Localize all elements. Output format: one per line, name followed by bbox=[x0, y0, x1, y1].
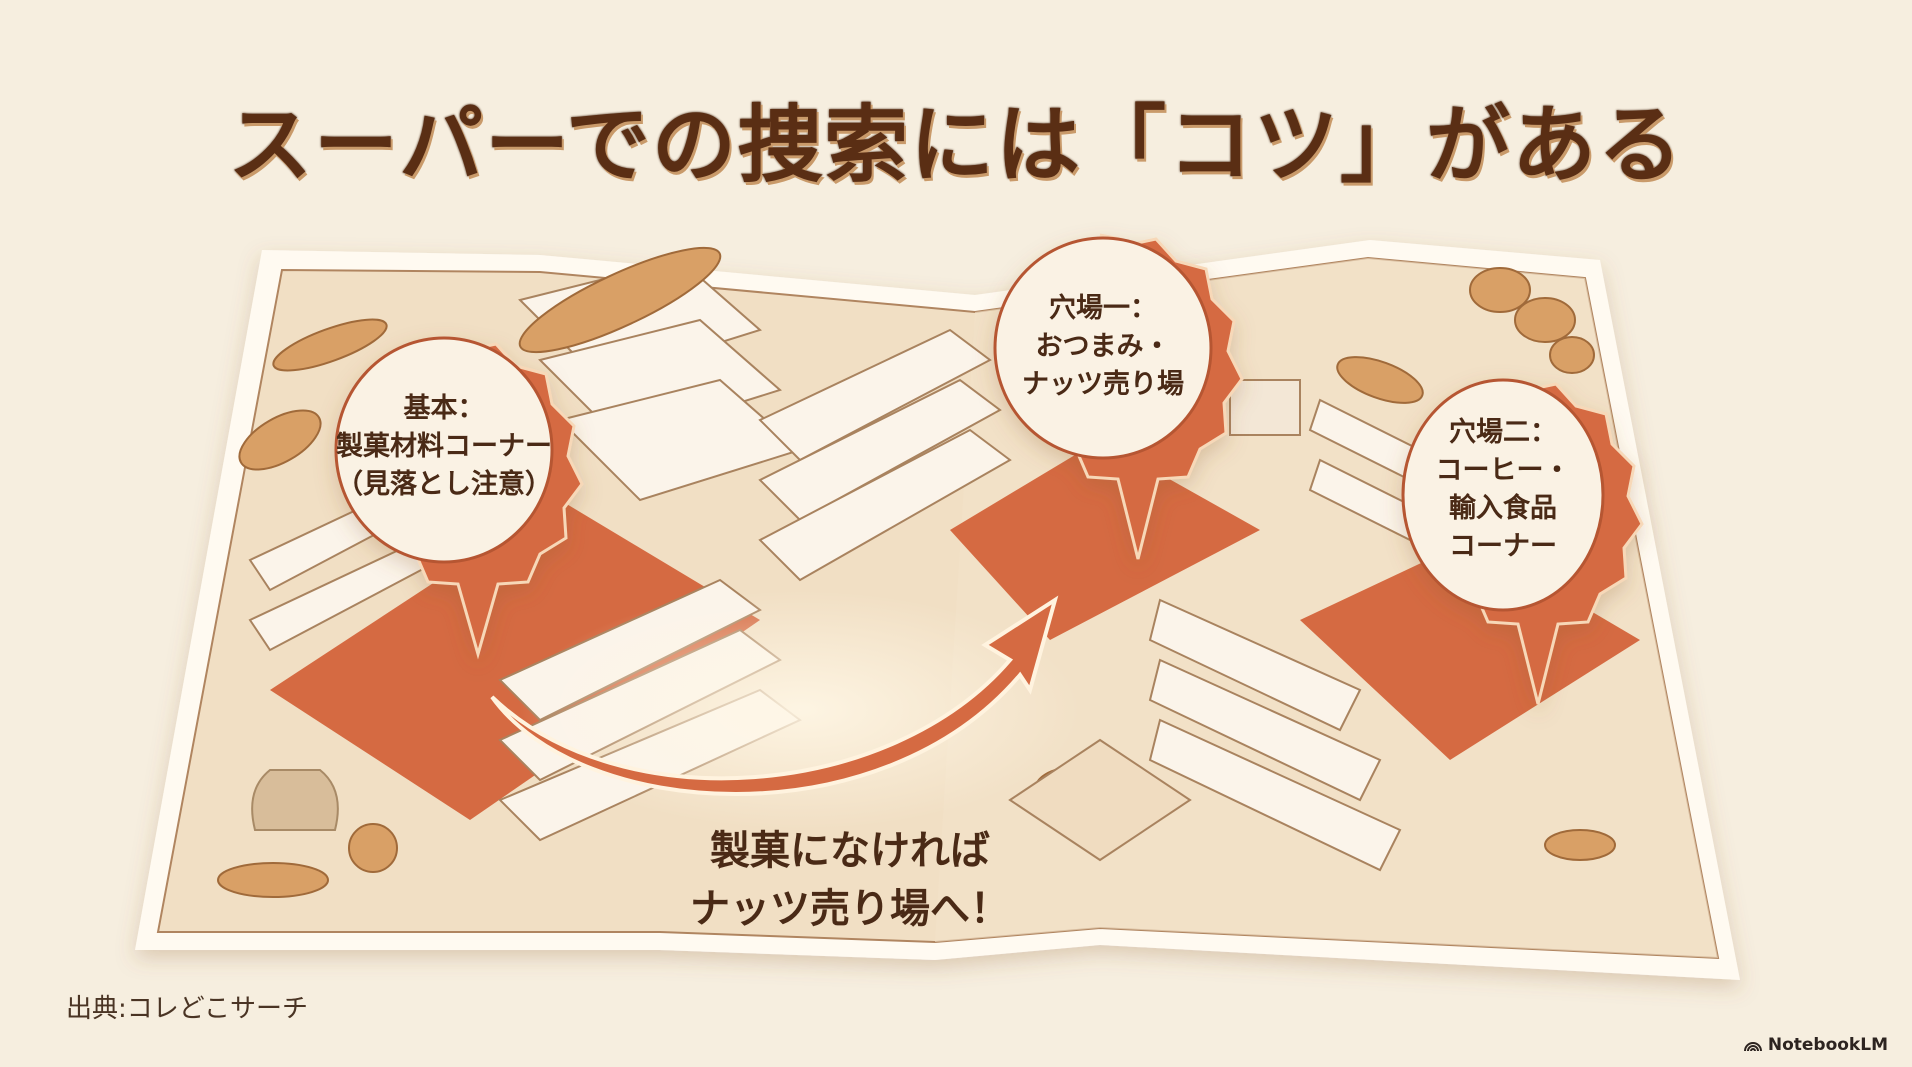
notebooklm-logo-icon bbox=[1743, 1042, 1762, 1052]
bread-decorations bbox=[217, 246, 1616, 898]
pin-label-basic: 基本： 製菓材料コーナー （見落とし注意） bbox=[336, 393, 552, 500]
source-credit: 出典:コレどこサーチ bbox=[66, 994, 308, 1024]
pin-label-spot1: 穴場一： おつまみ・ ナッツ売り場 bbox=[1022, 293, 1184, 400]
register-icon bbox=[1229, 379, 1301, 436]
pin-spot1 bbox=[993, 233, 1244, 560]
pin-basic bbox=[334, 336, 584, 660]
pin-label-spot2: 穴場二： コーヒー・ 輸入食品 コーナー bbox=[1435, 417, 1571, 562]
bread-display-icon bbox=[1008, 738, 1192, 862]
flour-sack-icon bbox=[251, 769, 339, 831]
route-arrow-icon bbox=[490, 595, 1059, 796]
slide-title: スーパーでの捜索には「コツ」がある bbox=[227, 96, 1685, 194]
route-callout: 製菓になければ ナッツ売り場へ！ bbox=[690, 828, 1010, 932]
brand-watermark: NotebookLM bbox=[1743, 1035, 1888, 1055]
pin-spot2 bbox=[1401, 378, 1644, 705]
